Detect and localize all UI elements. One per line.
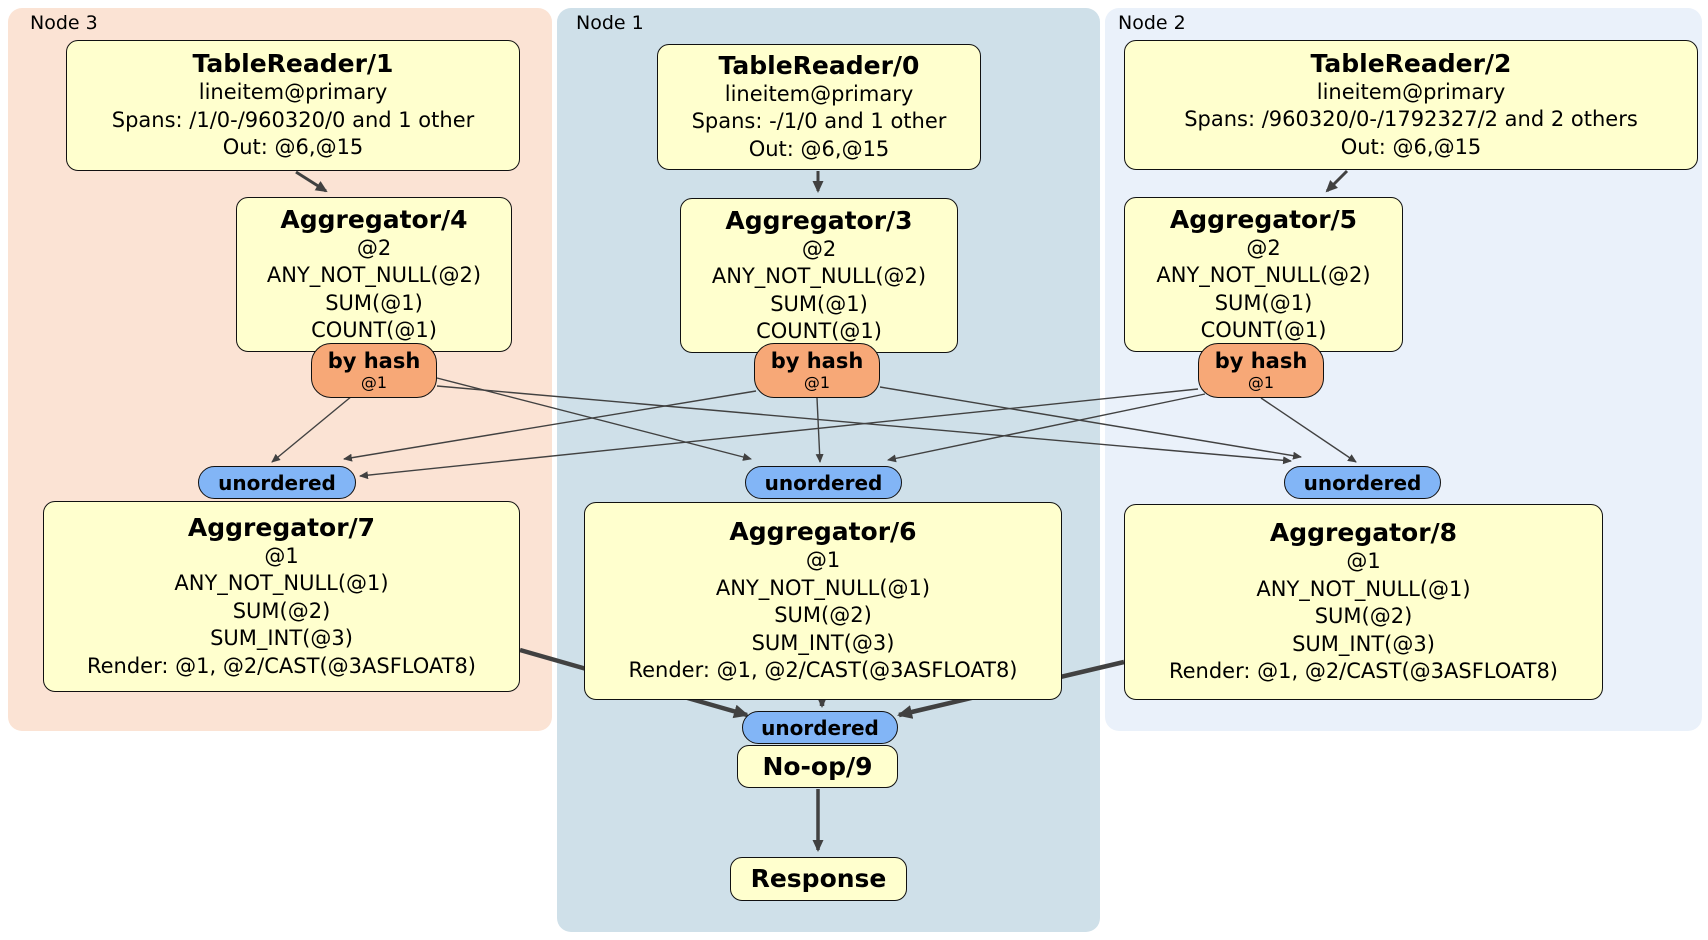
aggregator-8-fn1: ANY_NOT_NULL(@1)	[1256, 576, 1471, 601]
response-title: Response	[750, 864, 887, 893]
aggregator-6-fn3: SUM_INT(@3)	[751, 630, 895, 655]
aggregator-7-box: Aggregator/7 @1 ANY_NOT_NULL(@1) SUM(@2)…	[43, 501, 520, 692]
aggregator-3-box: Aggregator/3 @2 ANY_NOT_NULL(@2) SUM(@1)…	[680, 198, 958, 353]
by-hash-column: @1	[803, 373, 831, 392]
tablereader-to-aggregator-edges	[295, 169, 1349, 193]
aggregator-7-title: Aggregator/7	[187, 512, 376, 542]
aggregator-7-group: @1	[264, 543, 299, 568]
tablereader-0-spans: Spans: -/1/0 and 1 other	[691, 109, 947, 134]
node3-region-label: Node 3	[30, 12, 98, 34]
aggregator-6-group: @1	[805, 548, 841, 573]
response-box: Response	[730, 857, 907, 901]
router-to-sync-edges	[271, 377, 1357, 480]
node2-region-label: Node 2	[1118, 12, 1186, 34]
tablereader-1-index: lineitem@primary	[198, 80, 388, 105]
aggregator-5-group: @2	[1246, 235, 1281, 260]
aggregator-8-group: @1	[1346, 549, 1381, 574]
unordered-sync-node2: unordered	[1284, 466, 1441, 499]
by-hash-router-node1: by hash @1	[754, 343, 880, 398]
aggregator-4-fn2: SUM(@1)	[325, 290, 423, 315]
aggregator-4-fn1: ANY_NOT_NULL(@2)	[266, 263, 482, 287]
tablereader-0-index: lineitem@primary	[724, 81, 914, 106]
aggregator-5-fn2: SUM(@1)	[1214, 290, 1313, 315]
tablereader-1-out: Out: @6,@15	[222, 135, 364, 160]
aggregator-3-group: @2	[801, 236, 837, 261]
unordered-label: unordered	[1303, 470, 1422, 495]
tablereader-2-box: TableReader/2 lineitem@primary Spans: /9…	[1124, 40, 1698, 170]
aggregator-7-fn2: SUM(@2)	[232, 598, 331, 623]
aggregator-7-fn3: SUM_INT(@3)	[210, 626, 353, 651]
aggregator-8-render: Render: @1, @2/CAST(@3ASFLOAT8)	[1168, 659, 1559, 684]
unordered-label: unordered	[218, 470, 336, 495]
tablereader-0-out: Out: @6,@15	[748, 136, 890, 161]
tablereader-0-title: TableReader/0	[718, 50, 920, 80]
aggregator-6-render: Render: @1, @2/CAST(@3ASFLOAT8)	[628, 658, 1018, 683]
tablereader-2-title: TableReader/2	[1310, 48, 1512, 78]
aggregator-4-box: Aggregator/4 @2 ANY_NOT_NULL(@2) SUM(@1)…	[236, 197, 512, 352]
tablereader-2-spans: Spans: /960320/0-/1792327/2 and 2 others	[1184, 107, 1638, 132]
by-hash-label: by hash	[327, 349, 421, 373]
aggregator-5-fn3: COUNT(@1)	[1200, 318, 1327, 342]
aggregator-3-fn2: SUM(@1)	[770, 291, 868, 316]
by-hash-router-node3: by hash @1	[311, 343, 437, 398]
aggregator-5-title: Aggregator/5	[1169, 204, 1358, 234]
aggregator-3-fn3: COUNT(@1)	[756, 319, 882, 343]
aggregator-8-box: Aggregator/8 @1 ANY_NOT_NULL(@1) SUM(@2)…	[1124, 504, 1603, 700]
aggregator-8-fn2: SUM(@2)	[1314, 604, 1413, 629]
unordered-sync-final: unordered	[742, 711, 898, 744]
aggregator-6-fn2: SUM(@2)	[774, 603, 872, 628]
noop-box: No-op/9	[737, 745, 898, 788]
aggregator-6-box: Aggregator/6 @1 ANY_NOT_NULL(@1) SUM(@2)…	[584, 502, 1062, 700]
node1-region-label: Node 1	[576, 12, 644, 34]
tablereader-1-box: TableReader/1 lineitem@primary Spans: /1…	[66, 40, 520, 171]
aggregator-7-render: Render: @1, @2/CAST(@3ASFLOAT8)	[86, 653, 477, 678]
aggregator-8-fn3: SUM_INT(@3)	[1292, 631, 1435, 656]
unordered-label: unordered	[764, 470, 883, 495]
aggregator-8-title: Aggregator/8	[1269, 518, 1458, 548]
aggregator-4-title: Aggregator/4	[280, 204, 468, 234]
tablereader-0-box: TableReader/0 lineitem@primary Spans: -/…	[657, 44, 981, 170]
tablereader-1-spans: Spans: /1/0-/960320/0 and 1 other	[111, 107, 475, 132]
by-hash-column: @1	[360, 373, 388, 392]
by-hash-label: by hash	[770, 349, 864, 373]
aggregator-4-fn3: COUNT(@1)	[311, 318, 437, 342]
tablereader-1-title: TableReader/1	[192, 49, 394, 79]
by-hash-column: @1	[1247, 373, 1275, 392]
aggregator-5-box: Aggregator/5 @2 ANY_NOT_NULL(@2) SUM(@1)…	[1124, 197, 1403, 352]
aggregator-3-fn1: ANY_NOT_NULL(@2)	[711, 264, 927, 288]
noop-title: No-op/9	[762, 751, 873, 781]
by-hash-label: by hash	[1214, 349, 1308, 373]
aggregator-7-fn1: ANY_NOT_NULL(@1)	[174, 571, 389, 596]
unordered-sync-node3: unordered	[198, 466, 356, 499]
unordered-label: unordered	[761, 715, 879, 740]
aggregator-3-title: Aggregator/3	[725, 205, 913, 235]
tablereader-2-index: lineitem@primary	[1316, 79, 1506, 104]
unordered-sync-node1: unordered	[745, 466, 902, 499]
by-hash-router-node2: by hash @1	[1198, 343, 1324, 398]
aggregator-4-group: @2	[356, 235, 392, 260]
tablereader-2-out: Out: @6,@15	[1340, 134, 1482, 159]
aggregator-5-fn1: ANY_NOT_NULL(@2)	[1156, 263, 1371, 287]
aggregator-6-fn1: ANY_NOT_NULL(@1)	[715, 575, 931, 600]
aggregator-6-title: Aggregator/6	[729, 517, 917, 547]
